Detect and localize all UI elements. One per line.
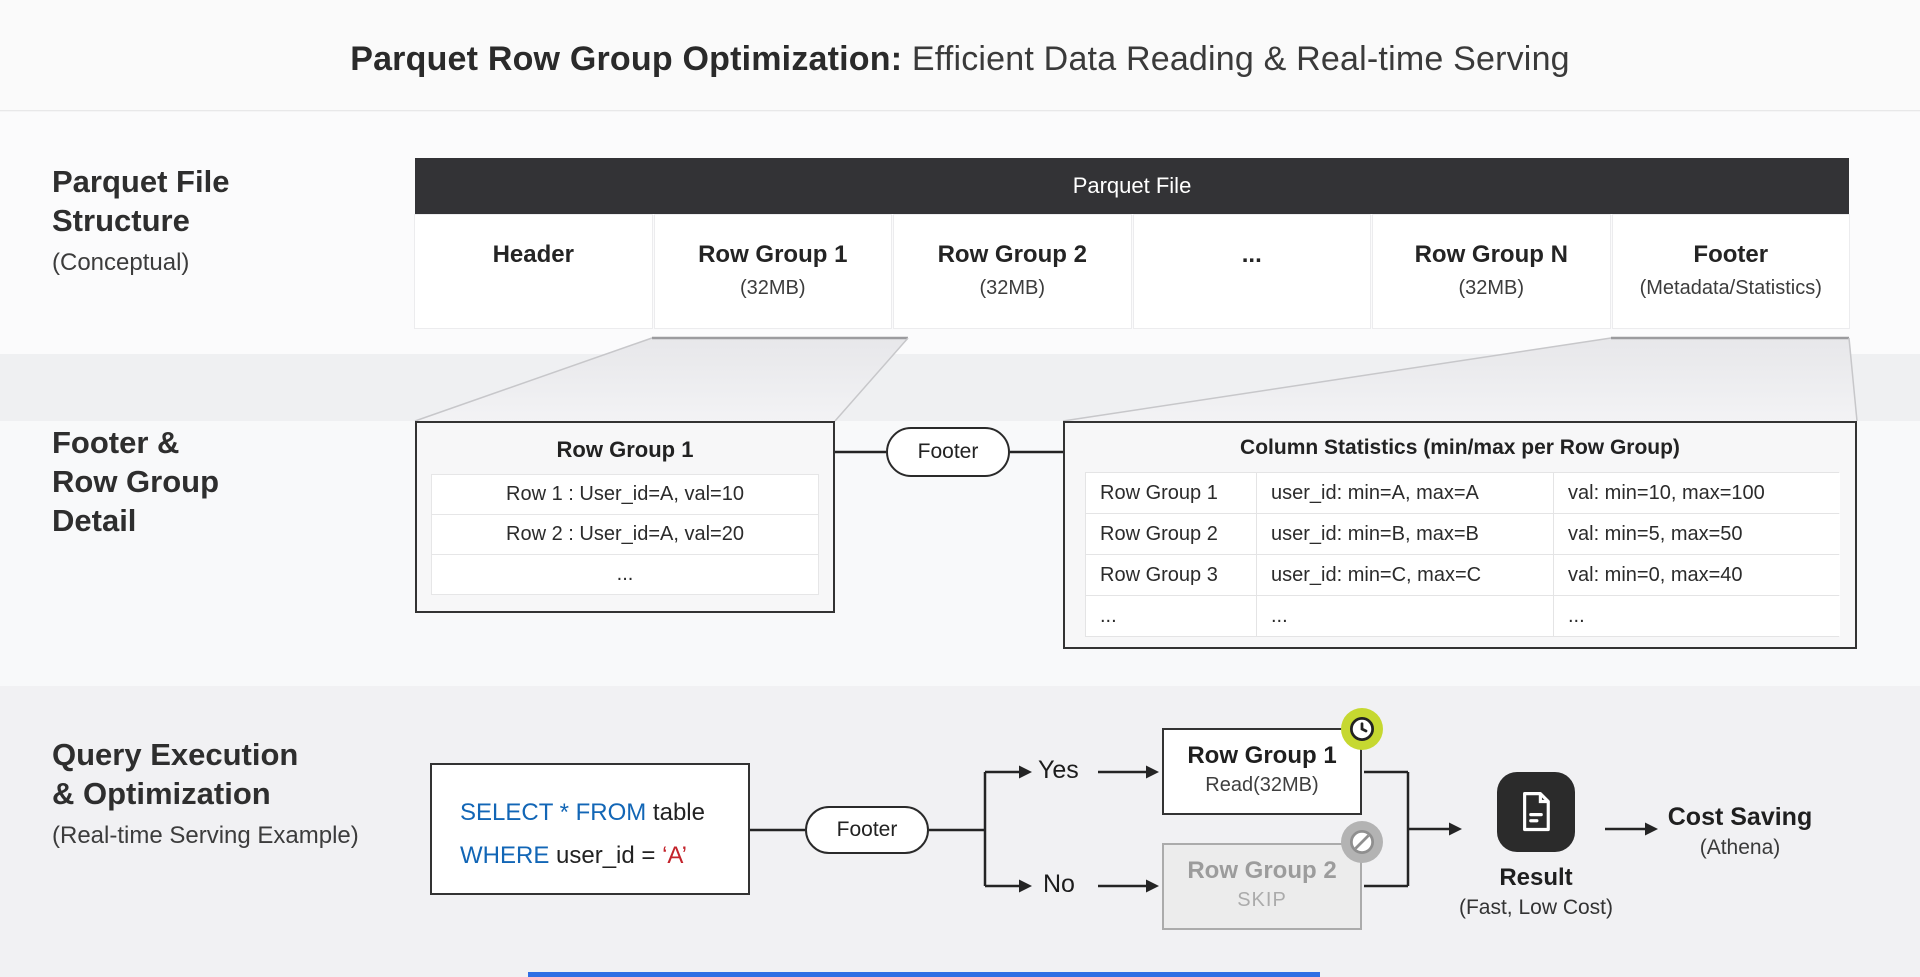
row-group-read-box: Row Group 1 Read(32MB) — [1162, 728, 1362, 815]
segment-row-group-n: Row Group N (32MB) — [1372, 214, 1611, 329]
row-item: Row 2 : User_id=A, val=20 — [431, 514, 819, 555]
query-label-line1: Query Execution — [52, 737, 299, 772]
stats-cell: user_id: min=B, max=B — [1257, 514, 1553, 554]
detail-label-line3: Detail — [52, 503, 137, 538]
structure-section-label: Parquet File Structure (Conceptual) — [52, 162, 229, 277]
skip-box-title: Row Group 2 — [1187, 857, 1337, 884]
segment-row-group-1: Row Group 1 (32MB) — [653, 214, 892, 329]
no-entry-icon — [1350, 830, 1374, 854]
query-section-label: Query Execution & Optimization (Real-tim… — [52, 735, 359, 850]
segment-row-group-2: Row Group 2 (32MB) — [893, 214, 1132, 329]
sql-text: user_id = — [549, 842, 663, 869]
sql-literal: ‘A’ — [662, 842, 687, 869]
document-icon — [1523, 792, 1550, 832]
sql-line-1: SELECT * FROM table — [460, 799, 705, 827]
footer-pill-detail: Footer — [886, 427, 1010, 477]
stats-cell: user_id: min=A, max=A — [1257, 473, 1553, 513]
stats-cell: val: min=0, max=40 — [1554, 555, 1840, 595]
row-group-detail-title: Row Group 1 — [556, 437, 694, 462]
query-band — [0, 686, 1920, 977]
clock-icon — [1350, 717, 1374, 741]
sql-keyword: SELECT * FROM — [460, 799, 647, 826]
stats-cell: Row Group 2 — [1086, 514, 1256, 554]
segment-sublabel: (Metadata/Statistics) — [1639, 277, 1822, 299]
segment-label: Row Group 2 — [937, 241, 1087, 268]
segment-label: Header — [492, 241, 574, 268]
column-statistics-box: Column Statistics (min/max per Row Group… — [1063, 421, 1857, 649]
segment-label: Footer — [1693, 241, 1769, 268]
page-title: Parquet Row Group Optimization: Efficien… — [0, 40, 1920, 79]
row-group-rows: Row 1 : User_id=A, val=10 Row 2 : User_i… — [431, 474, 819, 595]
column-statistics-table: Row Group 1 user_id: min=A, max=A val: m… — [1085, 472, 1840, 637]
clock-badge — [1341, 708, 1383, 750]
query-label-line2: & Optimization — [52, 776, 271, 811]
segment-sublabel: (32MB) — [739, 277, 806, 299]
sql-query-box: SELECT * FROM table WHERE user_id = ‘A’ — [430, 763, 750, 895]
segment-sublabel: (32MB) — [979, 277, 1046, 299]
segment-ellipsis: ... — [1132, 214, 1371, 329]
segment-footer: Footer (Metadata/Statistics) — [1611, 214, 1850, 329]
detail-label-line2: Row Group — [52, 464, 220, 499]
skip-badge — [1341, 821, 1383, 863]
structure-label-line1: Parquet File — [52, 164, 230, 199]
stats-cell: ... — [1257, 596, 1553, 636]
query-sublabel: (Real-time Serving Example) — [52, 822, 359, 849]
detail-label-line1: Footer & — [52, 425, 180, 460]
segment-label: ... — [1241, 241, 1262, 268]
stats-cell: val: min=10, max=100 — [1554, 473, 1840, 513]
row-item: ... — [431, 554, 819, 595]
result-label: Result — [1499, 864, 1573, 891]
detail-section-label: Footer & Row Group Detail — [52, 423, 219, 540]
bottom-accent-bar — [528, 972, 1320, 977]
row-group-detail-box: Row Group 1 Row 1 : User_id=A, val=10 Ro… — [415, 421, 835, 613]
parquet-file-segments: Header Row Group 1 (32MB) Row Group 2 (3… — [414, 214, 1850, 329]
cost-saving-sublabel: (Athena) — [1699, 836, 1781, 859]
column-statistics-title: Column Statistics (min/max per Row Group… — [1240, 436, 1680, 459]
row-group-skip-box: Row Group 2 SKIP — [1162, 843, 1362, 930]
sql-line-2: WHERE user_id = ‘A’ — [460, 842, 687, 870]
segment-label: Row Group N — [1414, 241, 1568, 268]
stats-cell: Row Group 1 — [1086, 473, 1256, 513]
sql-keyword: WHERE — [460, 842, 550, 869]
read-box-title: Row Group 1 — [1187, 742, 1337, 769]
stats-cell: ... — [1086, 596, 1256, 636]
branch-yes-label: Yes — [1038, 756, 1079, 784]
result-sublabel: (Fast, Low Cost) — [1458, 896, 1614, 919]
footer-pill-query: Footer — [805, 806, 929, 854]
read-box-sublabel: Read(32MB) — [1205, 774, 1319, 796]
title-band — [0, 0, 1920, 111]
cost-saving-label: Cost Saving — [1667, 803, 1813, 831]
result-tile — [1497, 772, 1575, 852]
skip-box-sublabel: SKIP — [1237, 889, 1287, 911]
branch-no-label: No — [1043, 870, 1075, 898]
page-title-regular: Efficient Data Reading & Real-time Servi… — [902, 40, 1570, 78]
mid-gray-band — [0, 354, 1920, 421]
stats-cell: ... — [1554, 596, 1840, 636]
row-item: Row 1 : User_id=A, val=10 — [431, 474, 819, 515]
stats-cell: val: min=5, max=50 — [1554, 514, 1840, 554]
segment-label: Row Group 1 — [698, 241, 848, 268]
page-title-bold: Parquet Row Group Optimization: — [350, 40, 903, 78]
parquet-file-header-bar: Parquet File — [415, 158, 1849, 214]
stats-cell: user_id: min=C, max=C — [1257, 555, 1553, 595]
segment-sublabel: (32MB) — [1458, 277, 1525, 299]
stats-cell: Row Group 3 — [1086, 555, 1256, 595]
sql-text: table — [646, 799, 705, 826]
segment-header: Header — [414, 214, 653, 329]
structure-label-line2: Structure — [52, 203, 190, 238]
structure-sublabel: (Conceptual) — [52, 249, 190, 276]
